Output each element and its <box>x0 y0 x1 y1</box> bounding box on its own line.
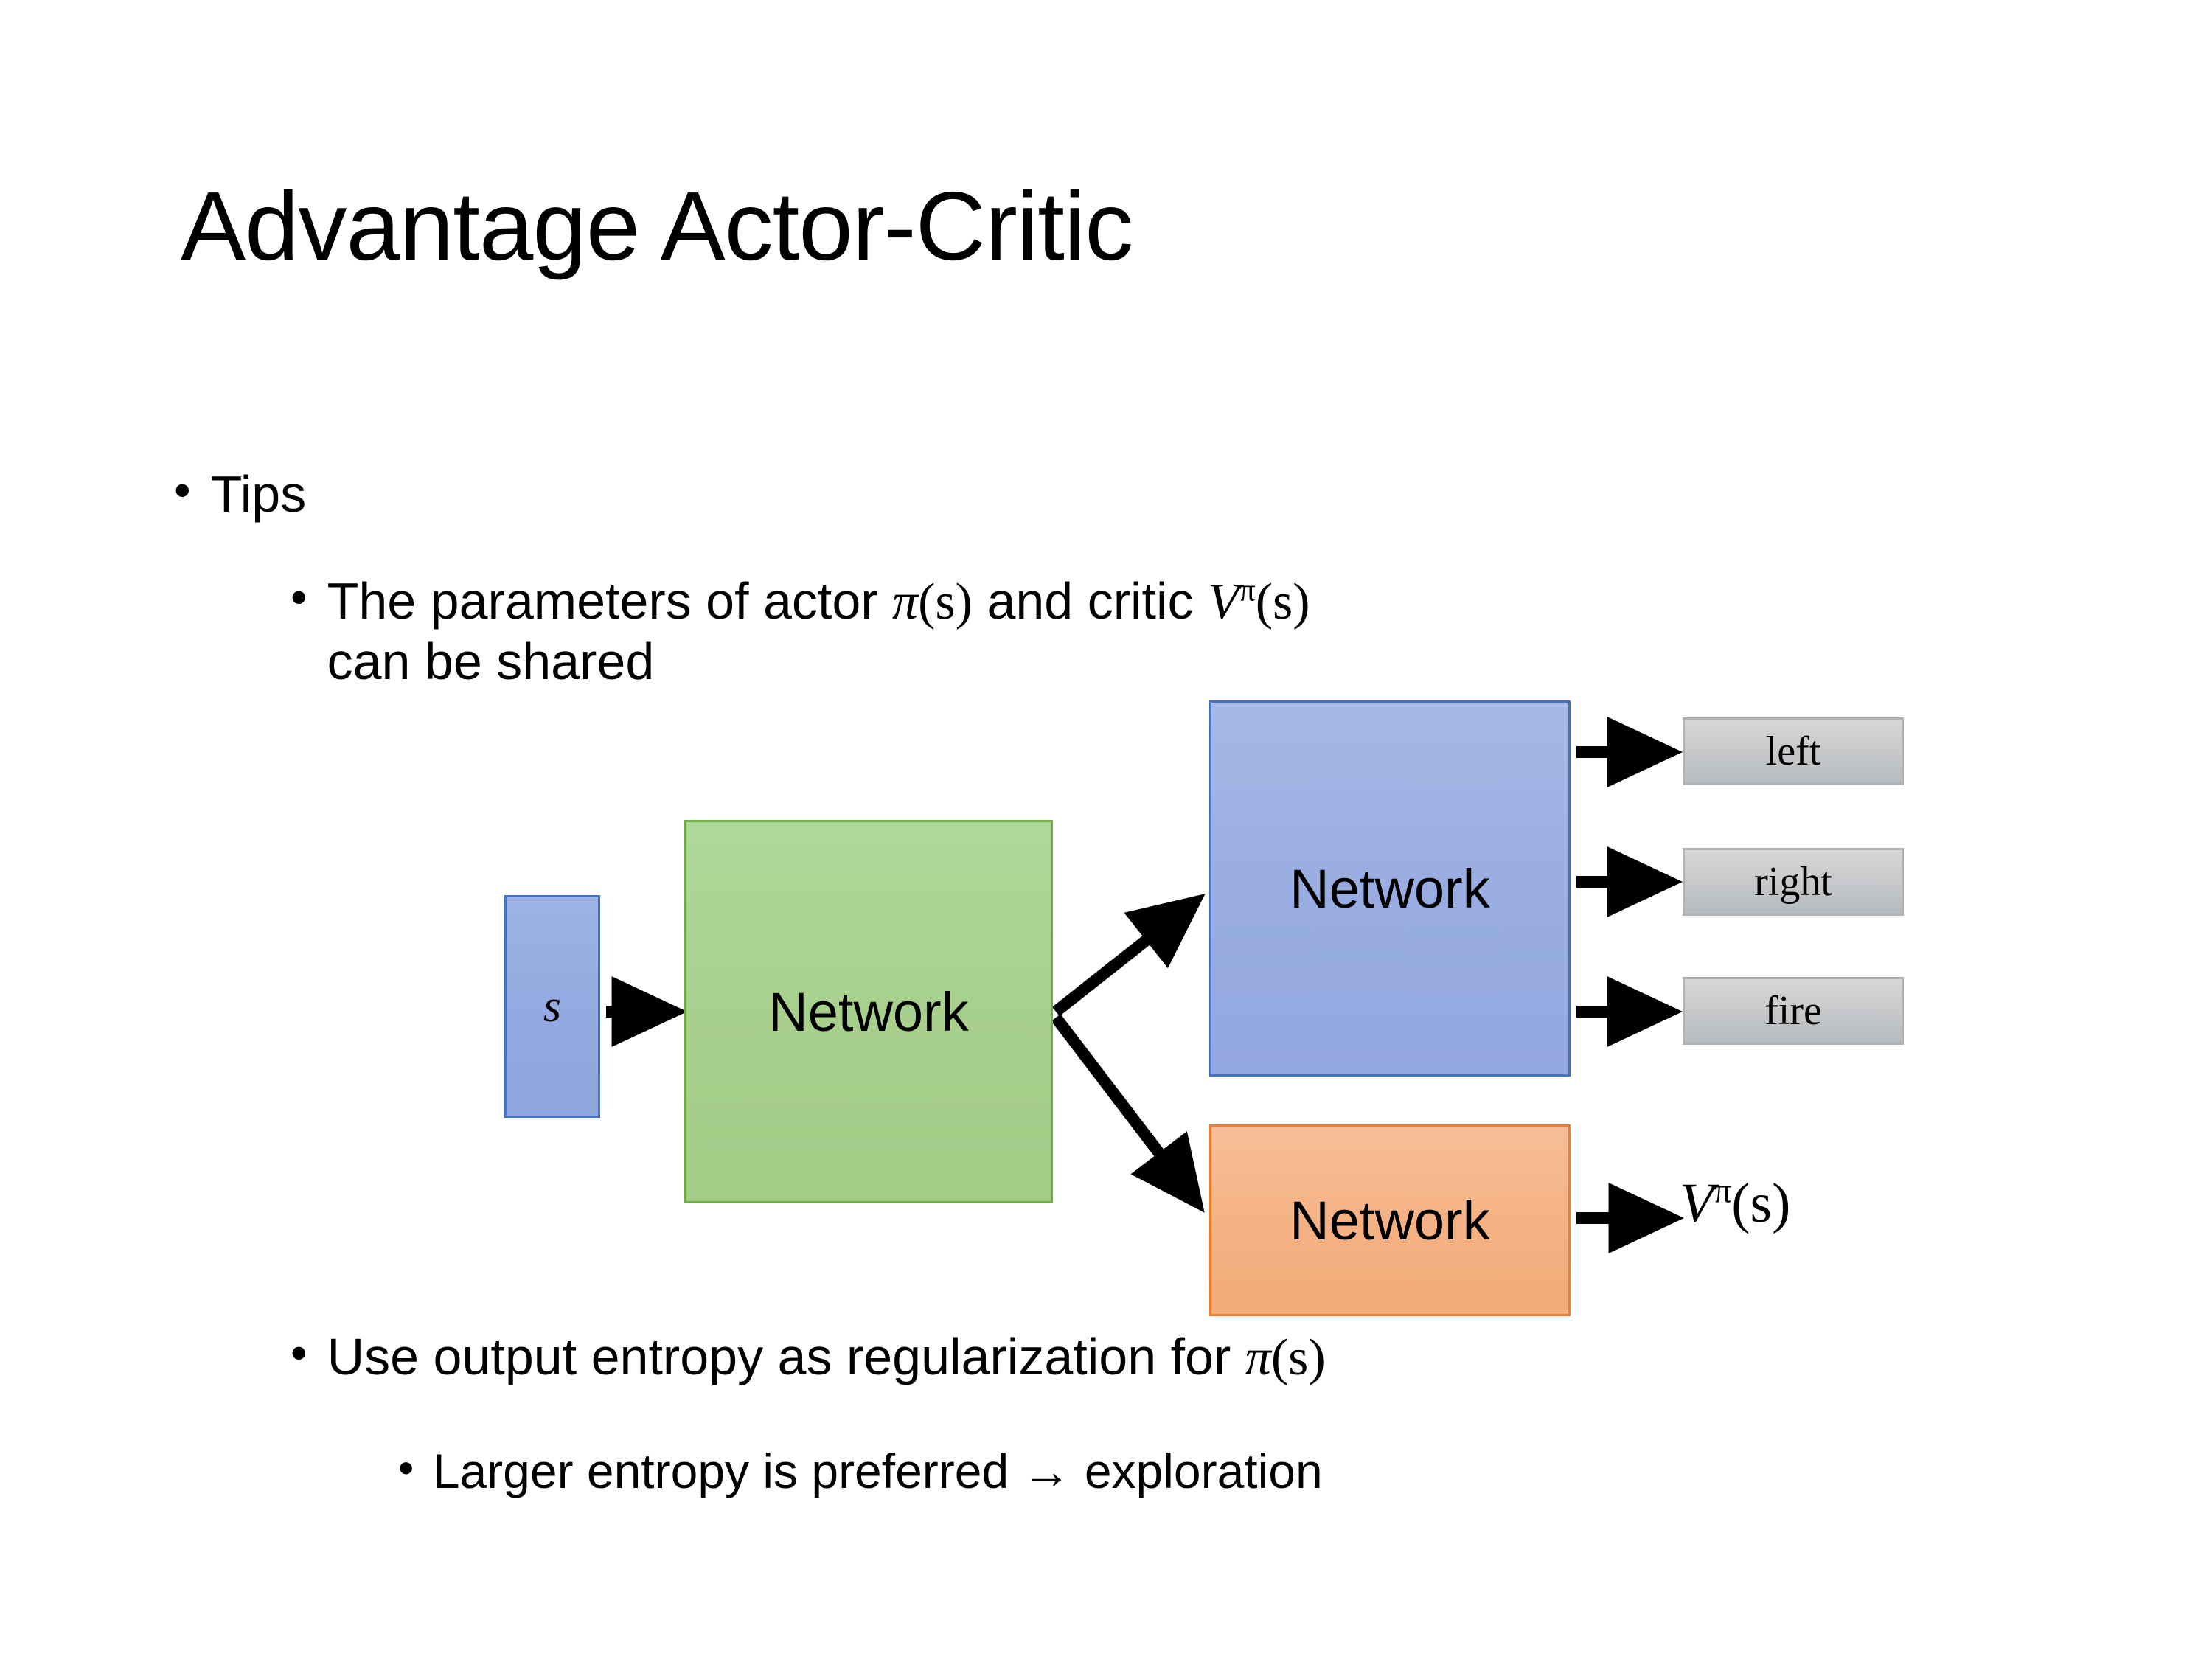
bullet-dot-icon: • <box>291 1326 307 1380</box>
value-output-label: Vπ(s) <box>1680 1171 1790 1236</box>
state-symbol-label: s <box>543 981 562 1032</box>
critic-v-superscript: π <box>1239 572 1256 608</box>
critic-network-box[interactable]: Network <box>1209 1124 1571 1316</box>
state-input-box[interactable]: s <box>504 895 600 1118</box>
shared-network-box[interactable]: Network <box>684 820 1053 1203</box>
entropy-prefix-label: Use output entropy as regularization for <box>327 1328 1245 1385</box>
actor-pi-symbol: π <box>892 574 919 630</box>
shared-network-label: Network <box>768 981 969 1043</box>
action-output-left-label: left <box>1765 728 1821 774</box>
bullet-entropy-regularization: • Use output entropy as regularization f… <box>291 1327 1326 1388</box>
action-output-right-label: right <box>1754 859 1832 905</box>
arrow-shared-to-critic <box>1051 1014 1205 1213</box>
actor-pi-args: (s) <box>918 574 973 630</box>
bullet-dot-icon: • <box>398 1442 414 1493</box>
params-middle-label: and critic <box>973 572 1208 630</box>
bullet-entropy-text: Use output entropy as regularization for… <box>327 1327 1326 1388</box>
action-output-right[interactable]: right <box>1683 848 1904 916</box>
bullet-shared-parameters: • The parameters of actor π(s) and criti… <box>291 571 1986 692</box>
bullet-dot-icon: • <box>291 570 307 624</box>
critic-v-symbol: V <box>1208 574 1239 630</box>
params-line2-label: can be shared <box>327 633 655 691</box>
params-prefix-label: The parameters of actor <box>327 572 893 630</box>
value-v-args: (s) <box>1731 1172 1791 1234</box>
arrow-shared-to-actor <box>1052 894 1206 1017</box>
page-title: Advantage Actor-Critic <box>181 172 1133 280</box>
entropy-pi-symbol: π <box>1245 1329 1271 1386</box>
action-output-fire-label: fire <box>1764 988 1822 1034</box>
bullet-tips-label: Tips <box>210 465 307 523</box>
actor-network-label: Network <box>1290 858 1490 919</box>
bullet-tips: • Tips <box>174 465 306 524</box>
action-output-left[interactable]: left <box>1683 717 1904 785</box>
bullet-dot-icon: • <box>174 463 191 517</box>
critic-v-args: (s) <box>1255 574 1310 630</box>
value-v-superscript: π <box>1714 1172 1732 1211</box>
bullet-larger-entropy-label: Larger entropy is preferred → exploratio… <box>432 1444 1323 1498</box>
value-v-symbol: V <box>1680 1172 1714 1234</box>
entropy-pi-args: (s) <box>1270 1329 1326 1386</box>
actor-network-box[interactable]: Network <box>1209 700 1571 1077</box>
action-output-fire[interactable]: fire <box>1683 977 1904 1045</box>
bullet-shared-parameters-text: The parameters of actor π(s) and critic … <box>327 571 1310 692</box>
critic-network-label: Network <box>1290 1189 1490 1251</box>
bullet-larger-entropy: • Larger entropy is preferred → explorat… <box>398 1444 1323 1500</box>
